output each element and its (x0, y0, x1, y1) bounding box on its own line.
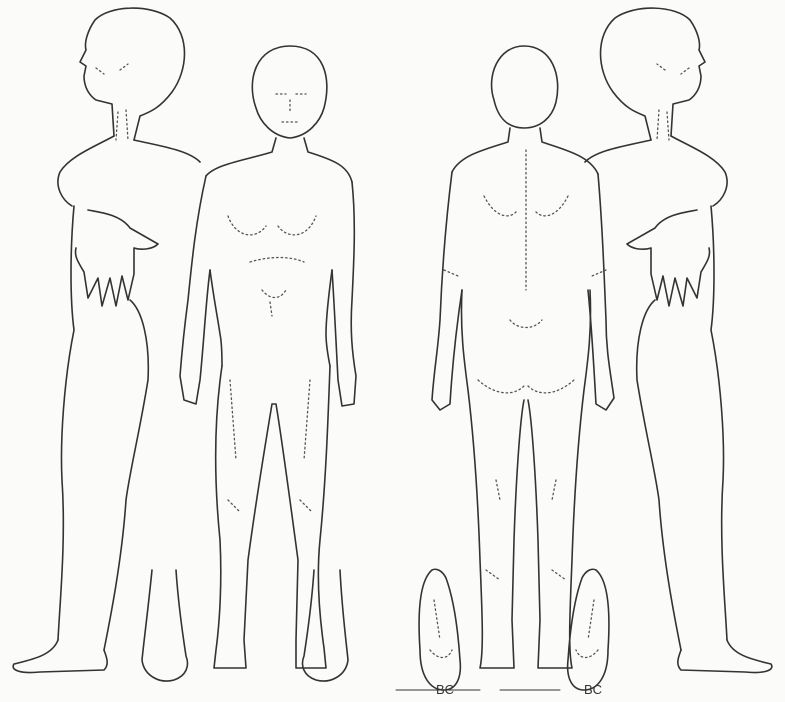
chest-abdomen-detail (228, 216, 316, 316)
foot-outline (13, 640, 107, 673)
neck-shoulders (206, 138, 352, 182)
shoulders-line (58, 136, 200, 206)
torso-back-line-right (711, 206, 727, 640)
right-sole-mark: BC (584, 682, 602, 697)
neck-shoulders-back (452, 128, 598, 174)
torso-back-line (58, 206, 74, 640)
right-arm (332, 182, 356, 406)
face-detail (276, 94, 306, 122)
arm-hand-right (627, 210, 710, 306)
left-sole-detail (430, 600, 452, 658)
right-side-view-figure (585, 8, 772, 672)
shoulders-line-right (585, 136, 727, 206)
hips-legs-back (461, 290, 590, 668)
head-hair-outline (252, 46, 327, 138)
head-outline-right (601, 8, 706, 140)
left-arm (180, 176, 210, 404)
head-hair-outline-back (492, 46, 558, 128)
left-side-view-figure (13, 8, 200, 672)
back-view-figure (432, 46, 614, 668)
feet-soles (419, 569, 609, 690)
arm-hand (75, 210, 158, 306)
torso-front-line-right (637, 300, 681, 650)
front-view-figure (180, 46, 356, 668)
foot-outline-right (678, 640, 772, 673)
head-outline (80, 8, 185, 140)
spine-shoulder-blade-detail (444, 150, 606, 290)
buttocks-detail (478, 320, 574, 393)
legs-outline (214, 366, 330, 668)
right-foot-sole-outline (568, 569, 609, 690)
torso-front-line (104, 300, 148, 650)
right-sole-detail (576, 600, 598, 658)
knee-detail (228, 380, 312, 512)
left-foot-sole-outline (419, 569, 460, 690)
calf-detail (486, 480, 566, 580)
left-foot-top-view (142, 570, 188, 681)
torso-outline (210, 270, 332, 366)
